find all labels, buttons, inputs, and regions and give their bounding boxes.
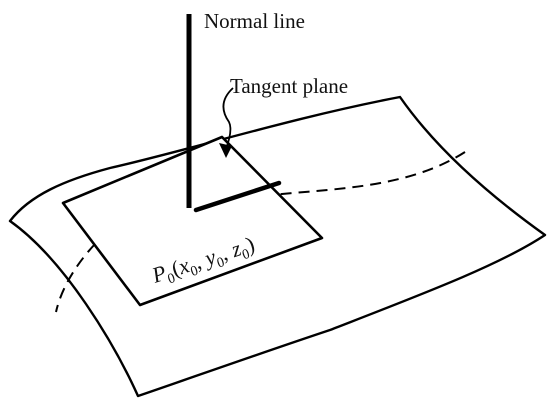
arrow-head [219,143,232,158]
surface-curve-dashed-left [55,243,96,313]
tangent-plane [61,135,324,307]
normal-line-label: Normal line [204,9,305,33]
point-label: P0(x0, y0, z0) [148,231,259,292]
tangent-plane-callout-arrow [222,87,234,150]
tangent-plane-label: Tangent plane [230,74,348,98]
tangent-line [193,180,282,213]
surface-curve-dashed-right [209,151,466,206]
surface-outline [8,95,547,398]
